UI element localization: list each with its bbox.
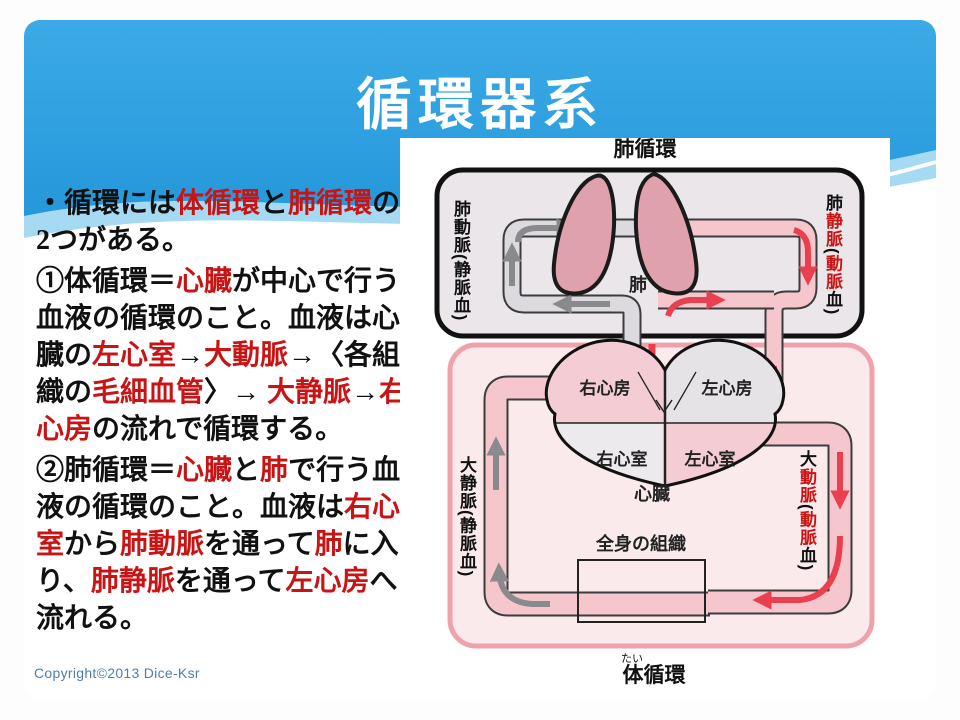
circulation-diagram: 肺 右心房 [400,138,890,694]
pulmonary-artery-tube [502,218,650,390]
aorta-label: 大動脈(動脈血) [797,450,816,572]
slide: 循環器系 ・循環には体循環と肺循環の2つがある。 ①体循環＝心臓が中心で行う血液… [24,20,936,699]
right-atrium-label: 右心房 [580,378,631,398]
text-paragraph-2: ①体循環＝心臓が中心で行う血液の循環のこと。血液は心臓の左心室→大動脈→〈各組織… [36,266,408,445]
left-atrium-pointer-line [673,371,697,411]
body-text-block: ・循環には体循環と肺循環の2つがある。 ①体循環＝心臓が中心で行う血液の循環のこ… [36,185,414,641]
vena-cava-label: 大静脈(静脈血) [457,456,476,578]
right-ventricle-label: 右心室 [597,449,648,469]
text-paragraph-1: ・循環には体循環と肺循環の2つがある。 [36,188,401,256]
systemic-circulation-furigana: たい [621,652,643,665]
left-ventricle-label: 左心室 [685,449,736,469]
valve-mark [655,399,673,414]
heart-label: 心臓 [634,484,670,504]
tissues-box [577,559,706,623]
lungs [551,171,699,296]
lung-label: 肺 [629,275,647,295]
right-atrium-pointer-line [637,371,661,411]
systemic-circulation-label: 体循環 [623,663,687,687]
pulmonary-circulation-label: 肺循環 [614,138,678,161]
text-paragraph-3: ②肺循環＝心臓と肺で行う血液の循環のこと。血液は右心室から肺動脈を通って肺に入り… [36,455,401,634]
right-lung [633,171,699,296]
aorta-tube [708,421,853,615]
slide-title: 循環器系 [356,75,604,137]
copyright-text: Copyright©2013 Dice-Ksr [34,665,200,681]
pulmonary-artery-label: 肺動脈(静脈血) [451,200,470,322]
vena-cava-tube [483,375,710,617]
left-lung [551,173,617,296]
tissues-label: 全身の組織 [595,533,686,554]
pulmonary-vein-label: 肺静脈(動脈血) [823,194,842,316]
left-atrium-label: 左心房 [702,378,753,398]
